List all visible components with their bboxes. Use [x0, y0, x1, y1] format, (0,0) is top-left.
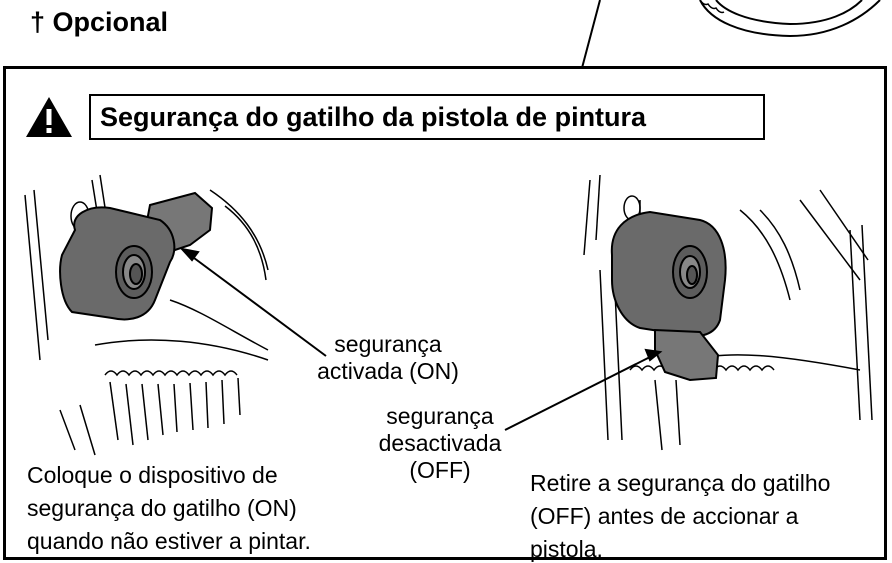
right-caption-line2: (OFF) antes de accionar a: [530, 503, 799, 529]
safety-lever-on: [59, 191, 214, 321]
callout-on-line2: activada (ON): [317, 358, 459, 384]
callout-off-line2: desactivada: [378, 430, 502, 456]
safety-panel-frame: [3, 66, 887, 560]
callout-on-line1: segurança: [334, 331, 442, 357]
callout-off-line1: segurança: [386, 403, 494, 429]
callout-arrow-off: [504, 348, 663, 431]
optional-note: † Opcional: [30, 7, 169, 37]
warning-triangle-icon: [26, 97, 72, 137]
callout-off-line3: (OFF): [409, 457, 471, 483]
left-caption-line3: quando não estiver a pintar.: [27, 528, 311, 554]
callout-arrow-on: [179, 247, 327, 357]
hose-illustration: [581, 0, 881, 69]
right-caption-line1: Retire a segurança do gatilho: [530, 470, 831, 496]
right-caption-line3: pistola.: [530, 536, 603, 562]
safety-lever-off: [610, 210, 727, 382]
left-caption-line2: segurança do gatilho (ON): [27, 495, 297, 521]
panel-title: Segurança do gatilho da pistola de pintu…: [89, 94, 765, 140]
left-caption-line1: Coloque o dispositivo de: [27, 462, 278, 488]
trigger-safety-on-illustration: [24, 174, 269, 456]
